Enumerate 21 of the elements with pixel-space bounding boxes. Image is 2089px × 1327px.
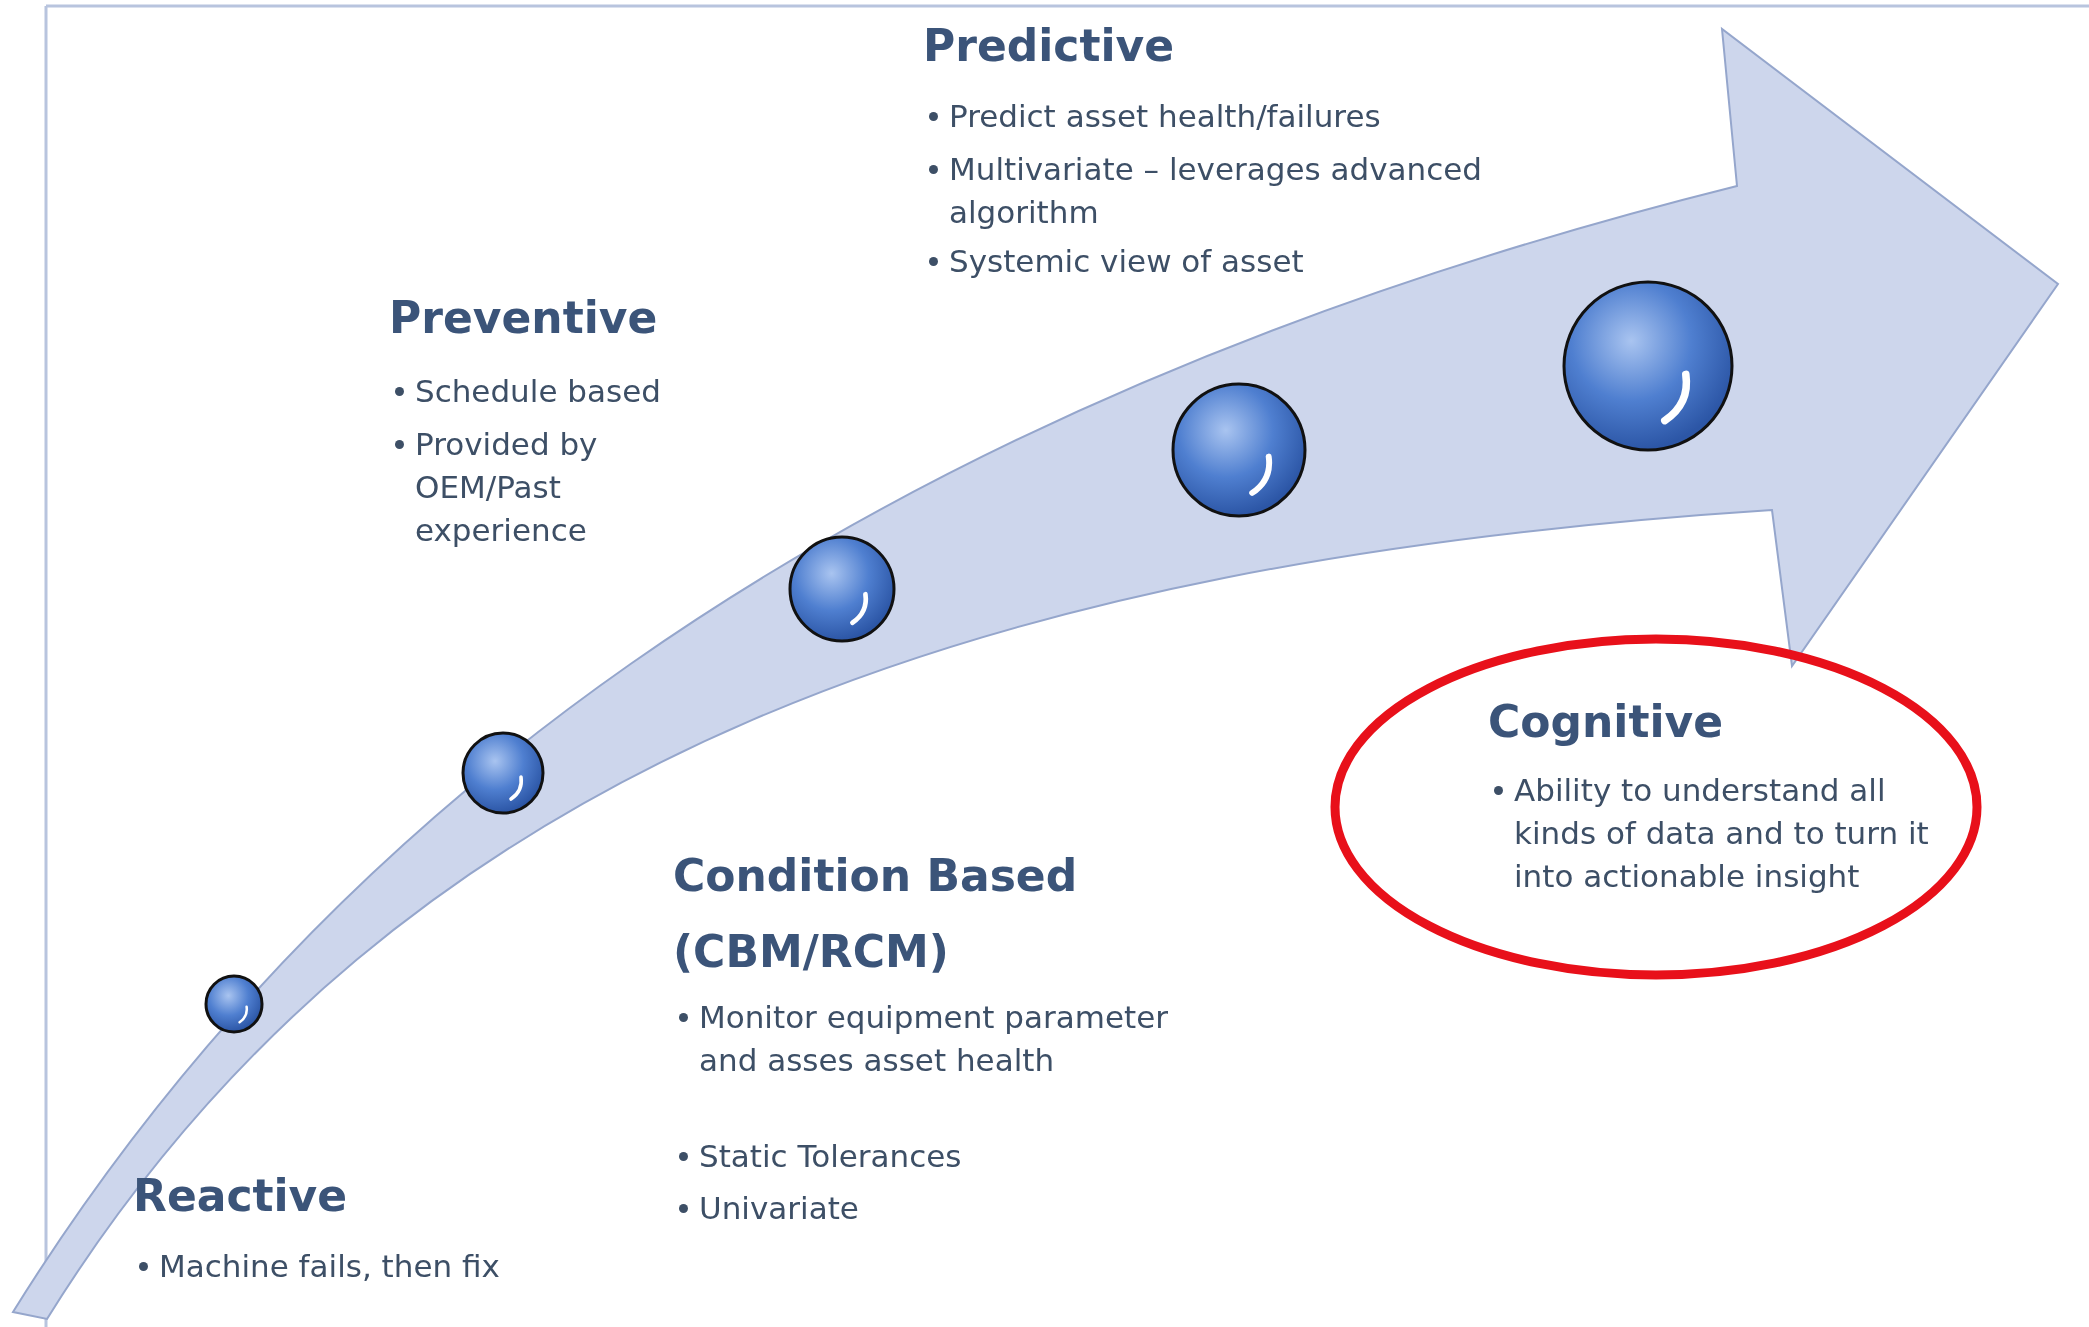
stage-circle (461, 731, 545, 815)
bullet-text: Univariate (675, 1187, 1179, 1230)
stage-circle (204, 974, 264, 1034)
stage-heading: Predictive (923, 19, 1176, 73)
bullet-text: Multivariate – leverages advanced algorithm (925, 148, 1569, 234)
stage-heading: Condition Based (CBM/RCM) (673, 849, 1079, 979)
bullet-text: Machine fails, then fix (135, 1245, 679, 1288)
bullet-text: Predict asset health/failures (925, 95, 1569, 138)
highlight-ellipse (1330, 634, 1982, 980)
stage-circle (788, 535, 896, 643)
bullet-text: Provided by OEM/Past experience (391, 423, 675, 552)
stage-heading: Preventive (389, 291, 659, 345)
bullet-text: Schedule based (391, 370, 735, 413)
bullet-text: Monitor equipment parameter and asses asset health (675, 996, 1179, 1082)
stage-heading: Reactive (133, 1169, 349, 1223)
stage-circle (1171, 382, 1307, 518)
bullet-text: Systemic view of asset (925, 240, 1569, 283)
stage-heading: Cognitive (1488, 695, 1725, 749)
bullet-text: Ability to understand all kinds of data and to turn it into actionable insight (1490, 769, 1954, 898)
stage-circle (1562, 280, 1734, 452)
bullet-text: Static Tolerances (675, 1135, 1179, 1178)
